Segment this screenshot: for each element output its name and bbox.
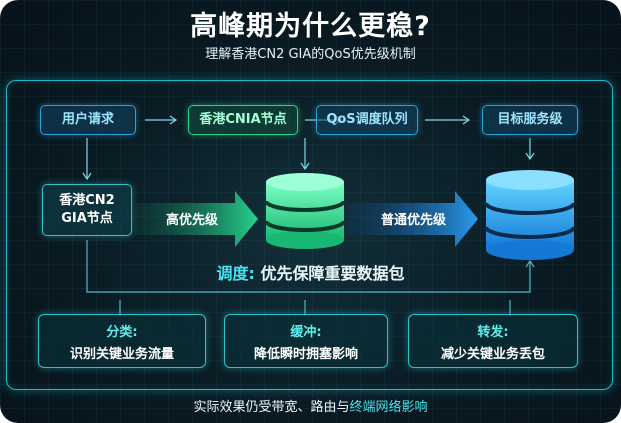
blue-database-icon (484, 170, 576, 260)
page-subtitle: 理解香港CN2 GIA的QoS优先级机制 (205, 47, 416, 62)
box-classify: 分类: 识别关键业务流量 (38, 314, 206, 368)
box-forward-head: 转发: (477, 325, 509, 340)
schedule-prefix: 调度: (216, 264, 255, 283)
normal-priority-arrow (348, 191, 478, 247)
node-hk-cnia: 香港CNIA节点 (188, 105, 298, 135)
normal-priority-label: 普通优先级 (381, 213, 447, 228)
schedule-text: 优先保障重要数据包 (260, 264, 405, 283)
green-database-icon (264, 173, 346, 249)
down-arrows (82, 138, 535, 181)
return-path (86, 240, 535, 316)
box-buffer-body: 降低瞬时拥塞影响 (253, 347, 358, 362)
diagram-frame (6, 80, 613, 390)
node-qos-queue: QoS调度队列 (316, 105, 418, 135)
high-priority-arrow (135, 191, 258, 247)
schedule-line: 调度: 优先保障重要数据包 (0, 260, 621, 284)
footer-prefix: 实际效果仍受带宽、路由与 (193, 400, 350, 415)
box-forward-body: 减少关键业务丢包 (440, 347, 545, 362)
box-forward: 转发: 减少关键业务丢包 (408, 314, 578, 368)
node-hk-cn2-gia: 香港CN2 GIA节点 (42, 184, 132, 236)
node-user-request: 用户请求 (40, 105, 136, 135)
box-classify-head: 分类: (106, 325, 138, 340)
page-title: 高峰期为什么更稳? (190, 11, 431, 42)
footer-note: 实际效果仍受带宽、路由与终端网络影响 (0, 396, 621, 415)
box-buffer-head: 缓冲: (290, 325, 322, 340)
box-buffer: 缓冲: 降低瞬时拥塞影响 (224, 314, 388, 368)
node-hk-cn2-gia-line2: GIA节点 (61, 211, 113, 226)
node-hk-cn2-gia-line1: 香港CN2 (59, 193, 115, 208)
high-priority-label: 高优先级 (166, 213, 219, 228)
box-classify-body: 识别关键业务流量 (69, 347, 174, 362)
node-target-server: 目标服务级 (482, 105, 578, 135)
footer-highlight: 终端网络影响 (349, 400, 428, 415)
